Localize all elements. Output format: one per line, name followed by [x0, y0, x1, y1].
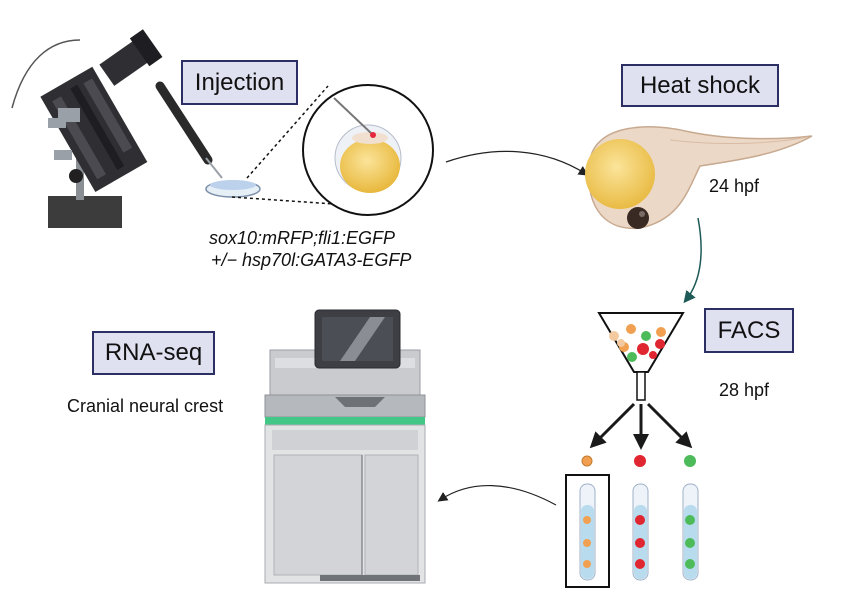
sorted-red-cell: [634, 455, 646, 467]
heat-shock-label: Heat shock: [621, 64, 779, 107]
rna-seq-label: RNA-seq: [92, 331, 215, 375]
arrow-heatshock-to-facs: [683, 217, 702, 304]
genotype-line-1: sox10:mRFP;fli1:EGFP: [209, 228, 396, 248]
sort-arrow-right: [646, 402, 693, 449]
injection-label: Injection: [181, 60, 298, 105]
zebrafish-embryo-icon: [585, 126, 813, 229]
genotype-line-2: +/− hsp70l:GATA3-EGFP: [211, 250, 412, 270]
embryo-injection-zoom-icon: [302, 84, 434, 216]
arrow-injection-to-heatshock: [445, 150, 589, 176]
sort-arrow-left: [589, 402, 636, 449]
sorted-orange-cell: [581, 455, 593, 467]
tube-red-cells: [632, 483, 649, 581]
facs-label: FACS: [704, 308, 794, 353]
micromanipulator-icon: [11, 29, 223, 228]
facs-funnel-icon: [597, 312, 685, 401]
sequencer-icon: [264, 309, 426, 584]
sample-description: Cranial neural crest: [67, 396, 224, 416]
arrow-facs-to-sequencer: [437, 485, 557, 506]
sorted-green-cell: [684, 455, 696, 467]
heat-shock-timepoint: 24 hpf: [709, 176, 760, 196]
petri-dish-icon: [205, 180, 261, 198]
facs-timepoint: 28 hpf: [719, 380, 770, 400]
tube-orange-cells: [565, 474, 610, 588]
tube-green-cells: [682, 483, 699, 581]
